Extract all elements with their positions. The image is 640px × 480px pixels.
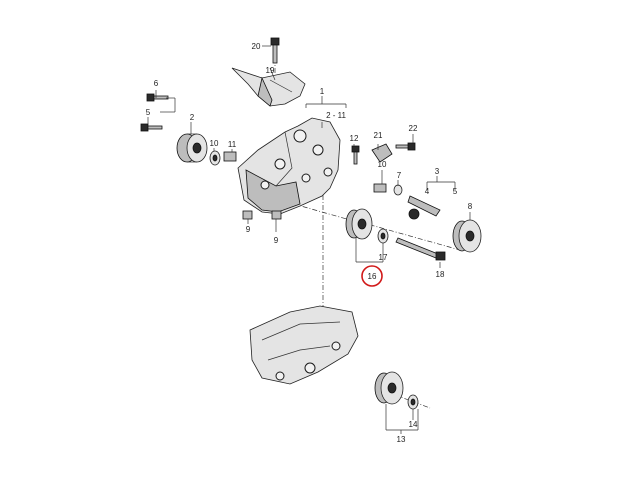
washer-17[interactable]: [377, 228, 389, 244]
pulley-16[interactable]: [345, 208, 373, 240]
bushing-9a[interactable]: [242, 210, 253, 220]
washer-14[interactable]: [407, 394, 419, 410]
callout-10b[interactable]: 10: [378, 160, 387, 169]
sleeve-11[interactable]: [223, 151, 237, 162]
pulley-2[interactable]: [176, 133, 208, 163]
bolt-22[interactable]: [395, 142, 416, 151]
sleeve-3-group[interactable]: [373, 183, 403, 196]
callout-2-11[interactable]: 2 - 11: [326, 111, 346, 120]
callout-10[interactable]: 10: [210, 139, 219, 148]
heat-shield-19[interactable]: [231, 67, 306, 107]
bolt-12[interactable]: [351, 145, 360, 165]
bolt-6[interactable]: [146, 93, 169, 102]
engine-block: [249, 305, 359, 385]
callout-19[interactable]: 19: [266, 66, 275, 75]
pulley-13[interactable]: [374, 371, 404, 405]
callout-13[interactable]: 13: [397, 435, 406, 444]
callout-17[interactable]: 17: [379, 253, 388, 262]
callout-16[interactable]: 16: [368, 272, 377, 281]
callout-21[interactable]: 21: [374, 131, 383, 140]
callout-6[interactable]: 6: [154, 79, 159, 88]
callout-20[interactable]: 20: [252, 42, 261, 51]
callout-8[interactable]: 8: [468, 202, 473, 211]
callout-4[interactable]: 4: [425, 187, 430, 196]
callout-3[interactable]: 3: [435, 167, 440, 176]
callout-14[interactable]: 14: [409, 420, 418, 429]
callout-7[interactable]: 7: [397, 171, 402, 180]
pulley-8[interactable]: [452, 219, 482, 253]
bushing-9b[interactable]: [271, 210, 282, 220]
callout-9b[interactable]: 9: [274, 236, 279, 245]
callout-9a[interactable]: 9: [246, 225, 251, 234]
callout-5[interactable]: 5: [146, 108, 151, 117]
bracket-1[interactable]: [237, 117, 341, 215]
callout-5b[interactable]: 5: [453, 187, 458, 196]
callout-12[interactable]: 12: [350, 134, 359, 143]
callout-18[interactable]: 18: [436, 270, 445, 279]
bolt-20[interactable]: [270, 37, 280, 64]
bracket-21[interactable]: [371, 143, 393, 163]
callout-22[interactable]: 22: [409, 124, 418, 133]
bolt-5[interactable]: [140, 123, 163, 132]
callout-1[interactable]: 1: [320, 87, 325, 96]
washer-10[interactable]: [209, 150, 221, 166]
bolt-18[interactable]: [395, 237, 446, 261]
highlight-ring-16: [361, 265, 383, 287]
callout-labels: 20 19 1 2 - 11 6 5 2 10 11 12 21 22 10 7…: [146, 42, 473, 444]
tensioner-arm-4[interactable]: [407, 195, 441, 220]
callout-11[interactable]: 11: [228, 140, 237, 149]
leader-lines: [147, 45, 471, 434]
callout-2[interactable]: 2: [190, 113, 195, 122]
